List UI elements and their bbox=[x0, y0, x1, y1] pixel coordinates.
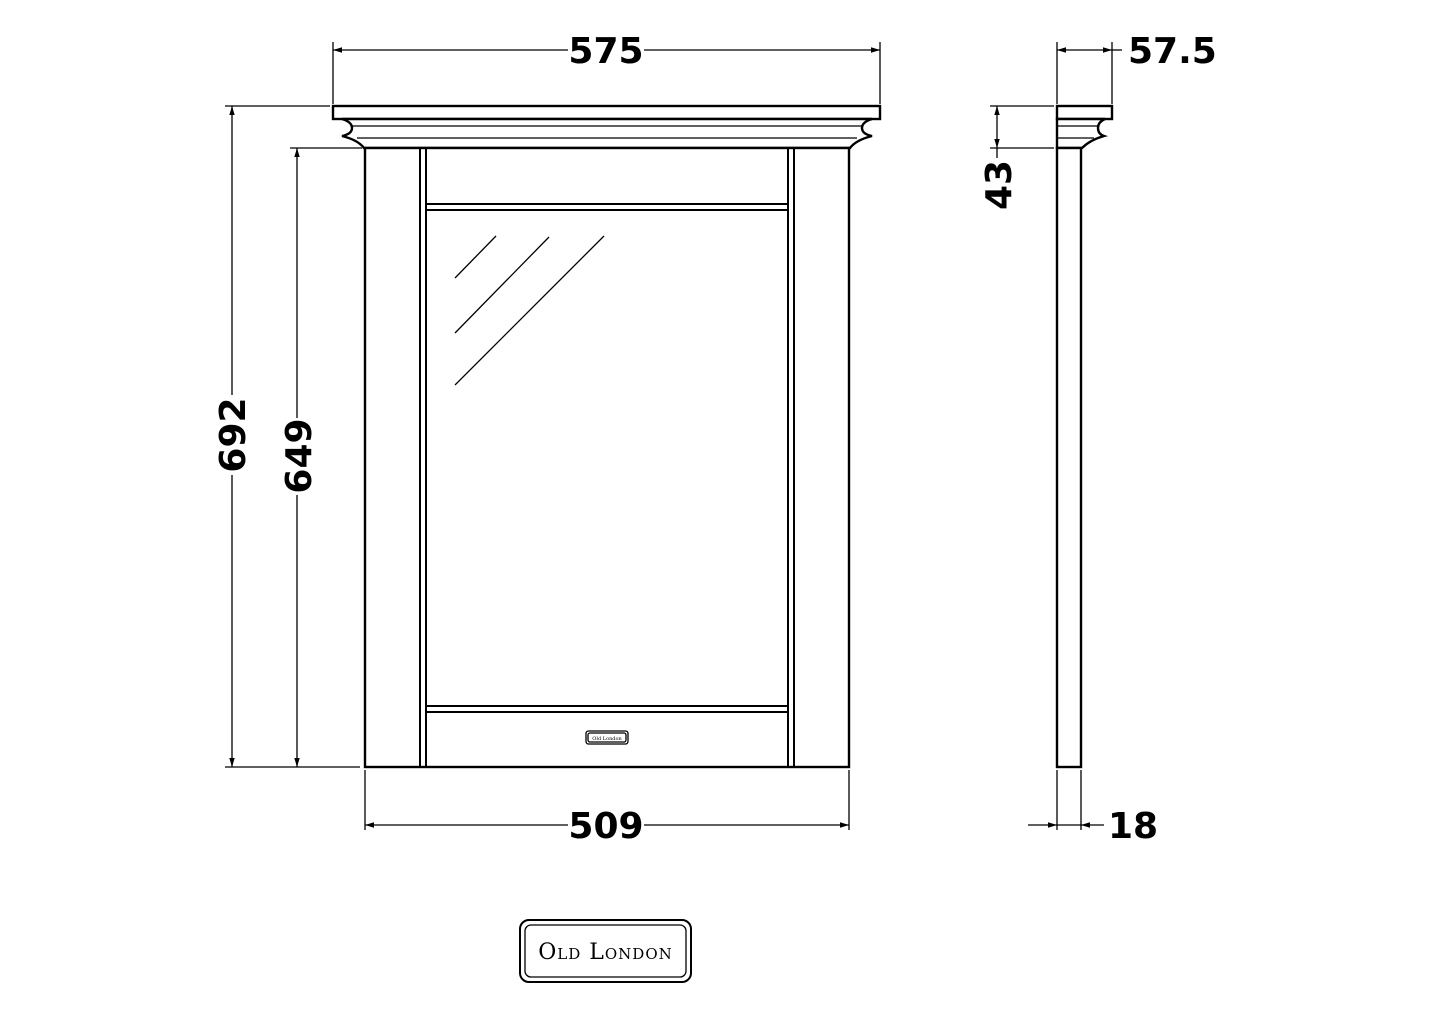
side-frame bbox=[1055, 146, 1083, 769]
dimension-cornice-height: 43 bbox=[979, 105, 1054, 210]
frame-width-label: 509 bbox=[568, 806, 643, 847]
mirror-glass bbox=[425, 209, 789, 707]
side-view bbox=[1055, 104, 1114, 769]
brand-plate-label: Old London bbox=[592, 736, 622, 742]
cornice-top bbox=[331, 104, 882, 121]
front-view: Old London bbox=[331, 104, 882, 769]
cornice-height-label: 43 bbox=[979, 160, 1020, 210]
reflection-lines bbox=[454, 235, 605, 386]
overall-height-label: 692 bbox=[213, 397, 254, 472]
dimension-frame-width: 509 bbox=[364, 770, 850, 847]
cornice-moulding bbox=[341, 117, 873, 150]
dimension-cornice-depth: 57.5 bbox=[1056, 31, 1217, 104]
dimension-frame-height: 649 bbox=[279, 147, 362, 767]
mirror-frame bbox=[363, 146, 851, 769]
frame-height-label: 649 bbox=[279, 418, 320, 493]
overall-width-label: 575 bbox=[568, 31, 643, 72]
old-london-logo: Old London bbox=[519, 919, 692, 983]
dimension-overall-width: 575 bbox=[332, 31, 881, 104]
frame-depth-label: 18 bbox=[1108, 806, 1158, 847]
dimension-overall-height: 692 bbox=[213, 105, 360, 768]
brand-name: Old London bbox=[538, 940, 673, 965]
cornice-depth-label: 57.5 bbox=[1128, 31, 1217, 72]
brand-plate: Old London bbox=[585, 730, 629, 745]
dimension-frame-depth: 18 bbox=[1028, 770, 1158, 847]
